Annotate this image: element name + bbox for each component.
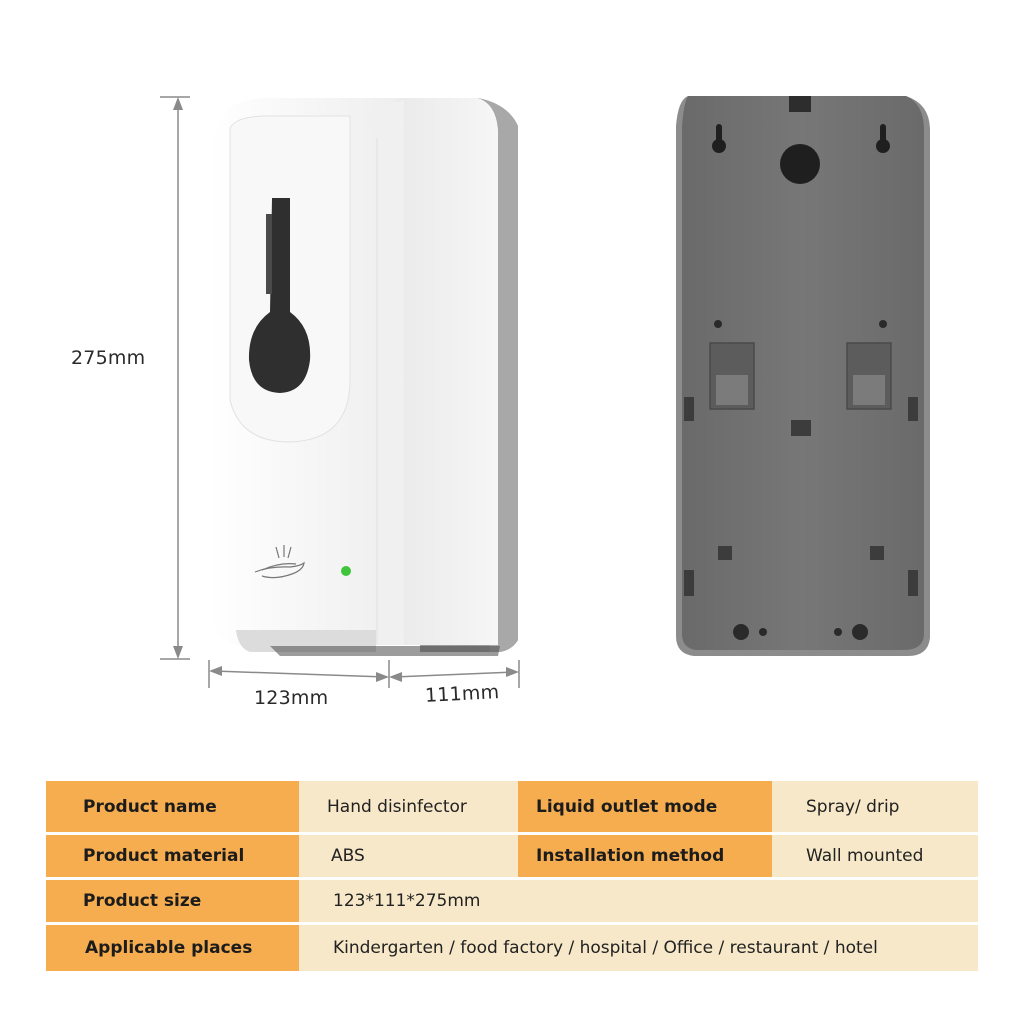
spec-value: Spray/ drip [772,781,978,832]
spec-value: ABS [299,835,518,877]
spec-value: 123*111*275mm [299,880,978,922]
spec-label: Product size [46,880,299,922]
depth-dimension-label: 111mm [424,681,500,707]
spec-label: Installation method [518,835,772,877]
spec-value: Kindergarten / food factory / hospital /… [299,925,978,971]
spec-label: Liquid outlet mode [518,781,772,832]
width-dimension-line [208,660,390,688]
spec-label: Product name [46,781,299,832]
product-illustration [160,96,930,688]
spec-label: Product material [46,835,299,877]
dispenser-back-view [676,96,930,656]
spec-row-applicable-places: Applicable places Kindergarten / food fa… [46,925,978,971]
height-dimension-label: 275mm [71,347,146,369]
dispenser-front-view [210,98,518,656]
width-dimension-label: 123mm [254,687,329,709]
hand-wave-sensor-icon [254,545,305,579]
spec-value: Wall mounted [772,835,978,877]
indicator-led [341,566,351,576]
spec-label: Applicable places [46,925,299,971]
spec-row-product-name: Product name Hand disinfector Liquid out… [46,781,978,832]
depth-dimension-line [389,660,520,688]
height-dimension-line [160,96,190,660]
spec-row-product-material: Product material ABS Installation method… [46,835,978,877]
spec-value: Hand disinfector [299,781,518,832]
spec-row-product-size: Product size 123*111*275mm [46,880,978,922]
